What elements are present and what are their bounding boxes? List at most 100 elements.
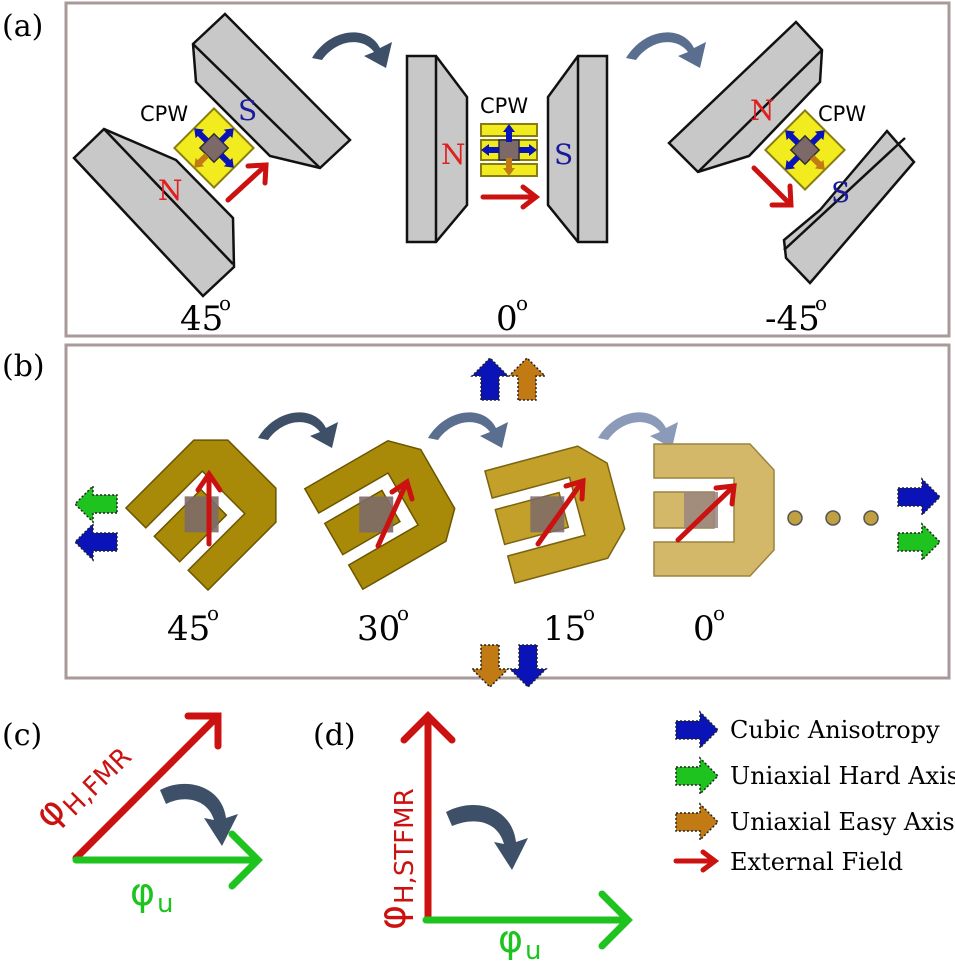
cpw-label-45: CPW (140, 102, 188, 126)
ellipsis-dot (863, 510, 879, 526)
cpw-0 (480, 123, 538, 177)
angle-value: 30 (357, 609, 400, 649)
angle-label-a-neg45: -45 o (765, 291, 827, 339)
field-arrow-sample-45 (195, 469, 223, 547)
degree-mark: o (583, 601, 595, 625)
phi-u-vector-c (72, 830, 263, 890)
legend-item-hard-axis: Uniaxial Hard Axis (675, 757, 955, 795)
angle-value: 45 (167, 609, 210, 649)
phi-h-fmr-vector (72, 712, 222, 862)
angle-value: 0 (496, 299, 518, 339)
cpw-45 (172, 106, 256, 190)
ellipsis-dot (787, 510, 803, 526)
angle-value: 0 (693, 609, 715, 649)
phi-u-vector-d (422, 890, 633, 950)
magnet-pair-0 (405, 54, 609, 244)
angle-label-b-0: 0 o (693, 601, 725, 649)
ellipsis-dot (825, 510, 841, 526)
phi-subscript: u (157, 889, 173, 919)
legend: Cubic Anisotropy Uniaxial Hard Axis Unia… (673, 711, 955, 876)
south-label-45: S (238, 94, 257, 127)
degree-mark: o (207, 601, 219, 625)
cpw-label-neg45: CPW (818, 102, 866, 126)
legend-item-easy-axis: Uniaxial Easy Axis (675, 803, 955, 841)
cpw-label-0: CPW (480, 94, 528, 118)
hard-arrow-right (897, 523, 941, 561)
panel-a-label: (a) (2, 9, 43, 44)
degree-mark: o (815, 291, 827, 315)
panel-a-border (64, 1, 951, 338)
field-arrow-sample-15 (535, 477, 586, 547)
angle-value: 45 (180, 299, 223, 339)
field-arrow-sample-0 (675, 483, 737, 543)
magnet-s-45 (191, 12, 352, 170)
cubic-arrow-left (74, 523, 118, 561)
angle-value: -45 (765, 299, 820, 339)
phi-symbol: φ (370, 905, 414, 930)
angle-label-b-30: 30 o (357, 601, 409, 649)
cpw-neg45 (763, 108, 847, 192)
phi-symbol: φ (498, 917, 523, 961)
legend-item-cubic: Cubic Anisotropy (675, 711, 940, 749)
magnet-n-0 (405, 54, 469, 244)
legend-label: Uniaxial Easy Axis (730, 808, 955, 836)
legend-label: Uniaxial Hard Axis (730, 762, 955, 790)
degree-mark: o (516, 291, 528, 315)
phi-symbol: φ (130, 870, 155, 914)
rotate-arrow-b1 (258, 412, 338, 448)
phi-u-label-d: φ u (498, 917, 541, 965)
field-arrow-neg45 (751, 165, 794, 208)
magnet-pair-45 (72, 12, 352, 298)
panel-b-label: (b) (2, 349, 45, 384)
panel-d-label: (d) (313, 718, 356, 753)
magnet-pair-neg45 (667, 20, 916, 285)
legend-label: External Field (730, 848, 903, 876)
field-arrow-45 (225, 162, 269, 203)
phi-h-stfmr-label: φ H,STFMR (370, 788, 420, 930)
rotate-arrow-b3 (598, 412, 678, 448)
legend-label: Cubic Anisotropy (730, 716, 940, 744)
cubic-arrow-down-bottom (509, 644, 547, 688)
rotate-arrow-a1 (312, 32, 392, 68)
hard-arrow-left (74, 485, 118, 523)
degree-mark: o (219, 291, 231, 315)
phi-h-stfmr-vector (400, 711, 456, 924)
angle-label-a-0: 0 o (496, 291, 528, 339)
cubic-arrow-up-top (471, 357, 509, 401)
rotate-arrow-d (446, 804, 528, 870)
angle-label-b-15: 15 o (543, 601, 595, 649)
rotate-arrow-c (160, 783, 238, 846)
phi-subscript: H,STFMR (390, 788, 420, 904)
north-label-neg45: N (750, 94, 775, 127)
magnet-n-45 (72, 127, 236, 298)
phi-subscript: u (525, 936, 541, 965)
sample-15 (484, 445, 626, 584)
easy-arrow-down-bottom (471, 644, 509, 688)
sample-30 (303, 439, 456, 591)
sample-45 (124, 439, 277, 592)
easy-arrow-up-top (508, 357, 546, 401)
south-label-0: S (554, 138, 573, 171)
panel-b-border (64, 343, 951, 680)
phi-u-label-c: φ u (130, 870, 173, 919)
degree-mark: o (397, 601, 409, 625)
south-label-neg45: S (831, 176, 850, 209)
rotate-arrow-a2 (626, 32, 706, 68)
panel-c-label: (c) (2, 718, 42, 753)
sample-0 (653, 443, 775, 577)
angle-label-b-45: 45 o (167, 601, 219, 649)
field-arrow-0 (480, 184, 541, 210)
cubic-arrow-right (897, 478, 941, 516)
angle-label-a-45: 45 o (180, 291, 231, 339)
magnet-n-neg45 (667, 20, 824, 174)
angle-value: 15 (543, 609, 586, 649)
legend-item-external-field: External Field (673, 848, 903, 876)
magnet-s-neg45 (782, 129, 916, 285)
degree-mark: o (713, 601, 725, 625)
magnet-s-0 (546, 54, 609, 244)
north-label-45: N (158, 174, 183, 207)
field-arrow-sample-30 (375, 478, 415, 549)
north-label-0: N (441, 138, 466, 171)
rotate-arrow-b2 (428, 412, 508, 448)
